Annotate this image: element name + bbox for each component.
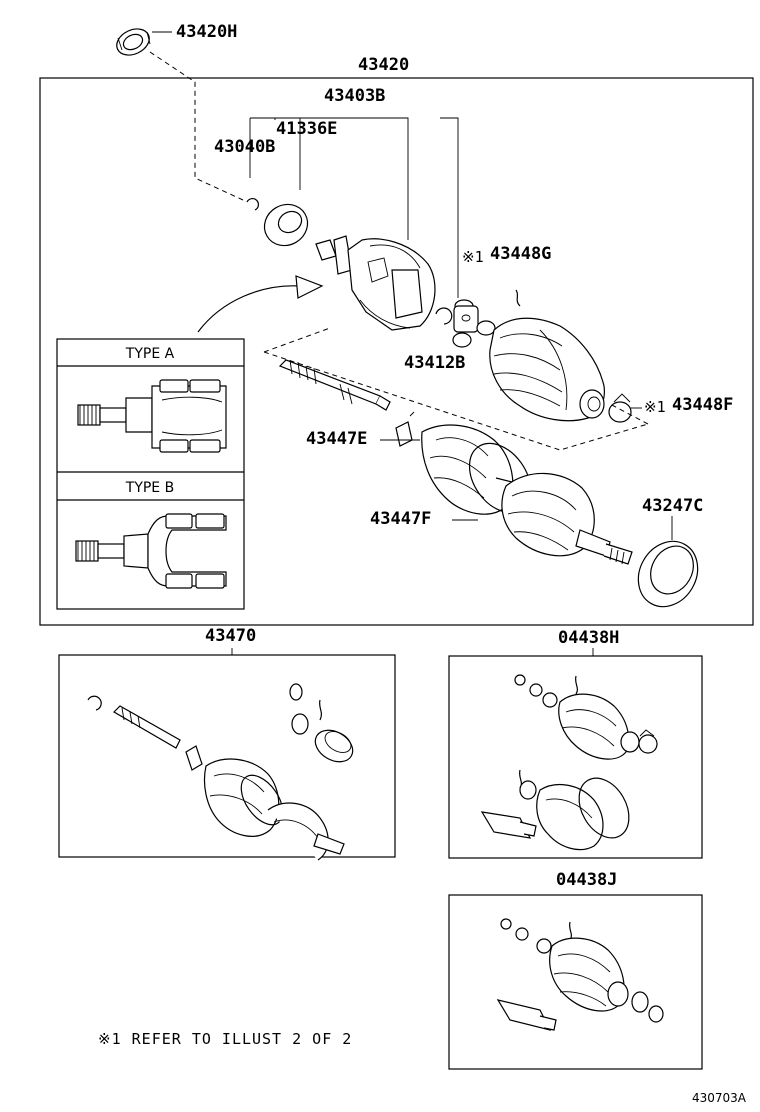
washer-41336e-drawing: [263, 203, 309, 247]
kit-frame-04438h: [448, 655, 703, 859]
type-b-label: TYPE B: [125, 480, 174, 496]
snap-ring-43412b-drawing: [435, 307, 453, 325]
kit-frame-43470: [58, 654, 396, 858]
type-a-joint-drawing: [77, 379, 227, 453]
boot-clamp-43448f-drawing: [608, 393, 632, 423]
type-reference-arrow: [197, 285, 301, 333]
circlip-43040b-drawing: [246, 198, 259, 211]
footnote: ※1 REFER TO ILLUST 2 OF 2: [98, 1030, 352, 1048]
shaft-clamp-drawing: [395, 411, 415, 447]
label-04438j: 04438J: [556, 870, 617, 890]
assembly-frame-43420: [39, 77, 754, 626]
kit-frame-04438j: [448, 894, 703, 1070]
kit-04438j-drawing: [496, 918, 664, 1031]
illustration-code: 430703A: [692, 1091, 747, 1105]
drive-shaft-drawing: [278, 359, 391, 411]
label-43040b: 43040B: [214, 137, 275, 157]
dust-deflector-43247c-drawing: [637, 540, 699, 608]
label-43470: 43470: [205, 626, 256, 646]
inboard-joint-housing-drawing: [315, 235, 436, 331]
tripod-joint-drawing: [452, 299, 496, 348]
type-b-joint-drawing: [75, 513, 227, 589]
label-41336e: 41336E: [276, 119, 337, 139]
outboard-joint-drawing: [421, 424, 633, 565]
label-43447f: 43447F: [370, 509, 431, 529]
label-43403b: 43403B: [324, 86, 385, 106]
label-43420: 43420: [358, 55, 409, 75]
type-a-label: TYPE A: [125, 346, 175, 362]
kit-04438h-drawing: [480, 674, 658, 851]
label-43412b: 43412B: [404, 353, 465, 373]
refmark-clamp: ※1: [644, 398, 666, 416]
label-43448f: 43448F: [672, 395, 733, 415]
label-43247c: 43247C: [642, 496, 703, 516]
type-variants-box: [56, 338, 245, 610]
kit-43470-drawing: [87, 683, 354, 861]
label-43447e: 43447E: [306, 429, 367, 449]
label-43420h: 43420H: [176, 22, 237, 42]
seal-43420h-drawing: [116, 28, 151, 56]
refmark-tripod: ※1: [462, 248, 484, 266]
label-43448g: 43448G: [490, 244, 551, 264]
label-04438h: 04438H: [558, 628, 619, 648]
inboard-boot-drawing: [489, 289, 605, 422]
